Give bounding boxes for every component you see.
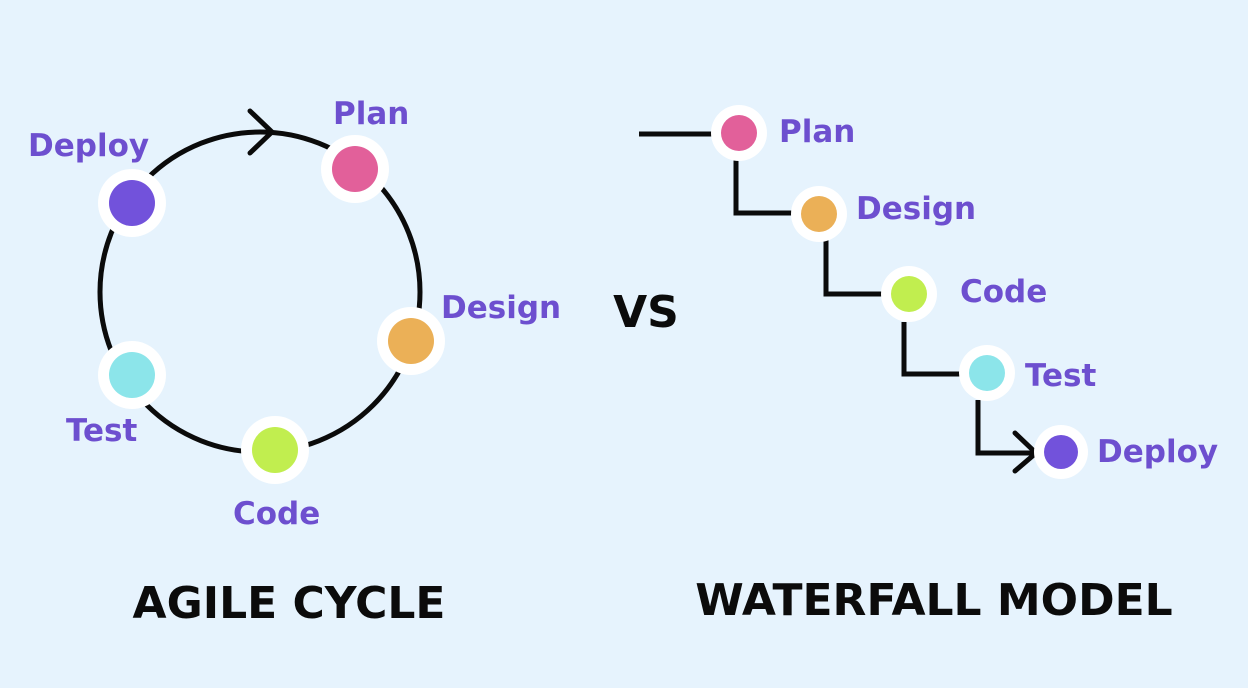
waterfall-label-plan: Plan (779, 114, 855, 150)
agile-cycle-arrowhead (247, 108, 275, 156)
waterfall-step-design-code (823, 240, 885, 297)
waterfall-node-plan: Plan (711, 105, 855, 161)
agile-title: AGILE CYCLE (133, 578, 446, 629)
waterfall-node-test: Test (959, 345, 1097, 401)
waterfall-node-code: Code (881, 266, 1047, 322)
waterfall-model: Plan Design Code Test (639, 105, 1218, 626)
agile-node-test-dot (109, 352, 155, 398)
waterfall-step-test-deploy (975, 400, 1034, 456)
waterfall-node-code-dot (891, 276, 927, 312)
agile-node-code: Code (233, 416, 320, 532)
waterfall-node-deploy-dot (1044, 435, 1078, 469)
waterfall-node-design: Design (791, 186, 976, 242)
waterfall-label-code: Code (960, 274, 1047, 310)
waterfall-node-test-dot (969, 355, 1005, 391)
agile-node-design: Design (377, 290, 561, 375)
waterfall-step-plan-design (733, 158, 797, 216)
agile-node-test: Test (66, 341, 166, 449)
agile-label-deploy: Deploy (28, 128, 149, 164)
agile-label-test: Test (66, 413, 138, 449)
vs-separator: VS (613, 287, 679, 338)
waterfall-title: WATERFALL MODEL (695, 575, 1172, 626)
agile-node-design-dot (388, 318, 434, 364)
agile-label-code: Code (233, 496, 320, 532)
agile-label-plan: Plan (333, 96, 409, 132)
agile-cycle: Plan Design Code Test (28, 96, 561, 629)
waterfall-connectors (639, 131, 1039, 474)
agile-node-deploy: Deploy (28, 128, 166, 237)
waterfall-node-plan-dot (721, 115, 757, 151)
agile-node-code-dot (252, 427, 298, 473)
waterfall-step-code-test (901, 322, 962, 377)
agile-node-deploy-dot (109, 180, 155, 226)
agile-node-plan: Plan (321, 96, 409, 203)
waterfall-node-deploy: Deploy (1034, 425, 1218, 479)
agile-node-plan-dot (332, 146, 378, 192)
waterfall-label-deploy: Deploy (1097, 434, 1218, 470)
agile-label-design: Design (441, 290, 561, 326)
waterfall-label-test: Test (1025, 358, 1097, 394)
waterfall-label-design: Design (856, 191, 976, 227)
waterfall-node-design-dot (801, 196, 837, 232)
